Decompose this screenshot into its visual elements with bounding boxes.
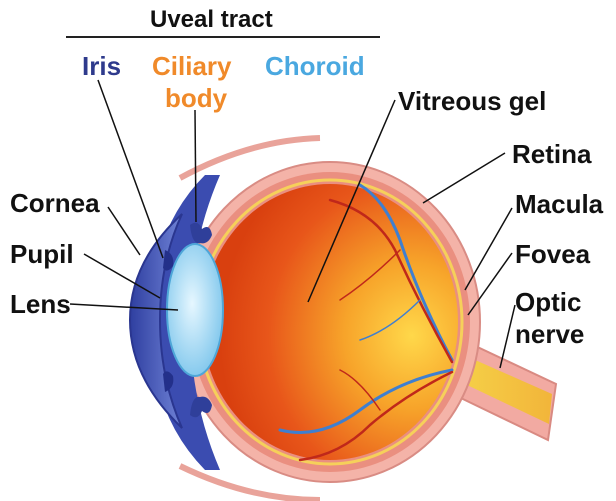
ciliary-body-label-line1: Ciliary (152, 52, 232, 80)
optic-nerve-label-line1: Optic (515, 288, 581, 316)
choroid-label: Choroid (265, 52, 365, 80)
macula-label: Macula (515, 190, 603, 218)
vitreous-body (202, 184, 458, 460)
iris-label: Iris (82, 52, 121, 80)
header-rule (66, 36, 380, 38)
retina-label: Retina (512, 140, 591, 168)
fovea-label: Fovea (515, 240, 590, 268)
lens-label: Lens (10, 290, 71, 318)
diagram-title: Uveal tract (150, 6, 273, 34)
cornea-label: Cornea (10, 189, 100, 217)
vitreous-gel-label: Vitreous gel (398, 87, 546, 115)
optic-nerve-label-line2: nerve (515, 320, 584, 348)
ciliary-body-label-line2: body (165, 84, 227, 112)
pupil-label: Pupil (10, 240, 74, 268)
